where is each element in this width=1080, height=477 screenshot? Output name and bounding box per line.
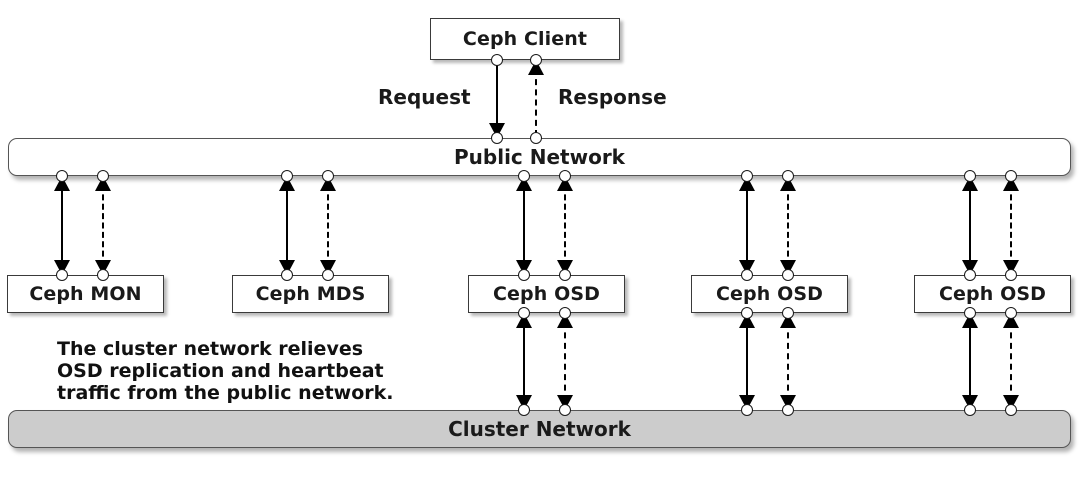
port-osd1-top-solid — [518, 269, 530, 281]
port-osd2-bottom-solid — [741, 307, 753, 319]
port-mds-top-solid — [281, 269, 293, 281]
node-label-osd-1: Ceph OSD — [493, 283, 600, 305]
port-osd3-top-solid — [964, 269, 976, 281]
port-mds-top-dashed — [322, 269, 334, 281]
port-mon-top-solid — [56, 269, 68, 281]
connector-shaft — [968, 322, 972, 401]
port-cluster-top-osd3-solid — [964, 404, 976, 416]
connector-shaft — [563, 185, 566, 266]
edge-label-request: Request — [378, 85, 471, 109]
port-cluster-top-osd2-dashed — [782, 404, 794, 416]
port-public-bottom-osd3-solid — [964, 170, 976, 182]
connector-shaft — [563, 322, 566, 401]
connector-shaft — [522, 185, 526, 266]
cluster-network-bar: Cluster Network — [8, 410, 1071, 448]
connector-shaft — [326, 185, 329, 266]
node-label-osd-3: Ceph OSD — [939, 283, 1046, 305]
port-public-bottom-osd2-solid — [741, 170, 753, 182]
edge-label-response: Response — [558, 85, 667, 109]
node-ceph-mds: Ceph MDS — [232, 275, 389, 313]
node-label-mon: Ceph MON — [29, 283, 142, 305]
port-public-bottom-osd3-dashed — [1005, 170, 1017, 182]
port-public-bottom-osd1-dashed — [559, 170, 571, 182]
node-ceph-osd-3: Ceph OSD — [914, 275, 1071, 313]
port-osd3-bottom-dashed — [1005, 307, 1017, 319]
port-cluster-top-osd2-solid — [741, 404, 753, 416]
port-public-bottom-mds-solid — [281, 170, 293, 182]
cluster-network-label: Cluster Network — [448, 417, 631, 441]
connector-shaft — [786, 185, 789, 266]
port-public-top-left — [491, 132, 503, 144]
connector-shaft — [101, 185, 104, 266]
port-client-bottom-right — [530, 54, 542, 66]
port-osd1-top-dashed — [559, 269, 571, 281]
port-client-bottom-left — [491, 54, 503, 66]
port-osd3-bottom-solid — [964, 307, 976, 319]
port-public-bottom-osd2-dashed — [782, 170, 794, 182]
public-network-bar: Public Network — [8, 138, 1071, 176]
connector-shaft — [745, 322, 749, 401]
connector-shaft — [495, 62, 499, 129]
node-ceph-mon: Ceph MON — [7, 275, 164, 313]
node-label-mds: Ceph MDS — [255, 283, 366, 305]
port-osd3-top-dashed — [1005, 269, 1017, 281]
node-ceph-osd-2: Ceph OSD — [691, 275, 848, 313]
connector-shaft — [1009, 185, 1012, 266]
node-ceph-osd-1: Ceph OSD — [468, 275, 625, 313]
port-cluster-top-osd3-dashed — [1005, 404, 1017, 416]
connector-shaft — [1009, 322, 1012, 401]
connector-shaft — [534, 69, 537, 136]
connector-shaft — [968, 185, 972, 266]
port-osd1-bottom-solid — [518, 307, 530, 319]
port-osd2-top-dashed — [782, 269, 794, 281]
port-mon-top-dashed — [97, 269, 109, 281]
connector-shaft — [522, 322, 526, 401]
node-ceph-client: Ceph Client — [430, 18, 620, 60]
port-osd1-bottom-dashed — [559, 307, 571, 319]
cluster-network-caption: The cluster network relieves OSD replica… — [57, 338, 394, 405]
connector-shaft — [60, 185, 64, 266]
node-label-osd-2: Ceph OSD — [716, 283, 823, 305]
connector-shaft — [285, 185, 289, 266]
connector-shaft — [786, 322, 789, 401]
port-public-bottom-mon-dashed — [97, 170, 109, 182]
port-osd2-top-solid — [741, 269, 753, 281]
port-cluster-top-osd1-solid — [518, 404, 530, 416]
public-network-label: Public Network — [454, 145, 625, 169]
port-osd2-bottom-dashed — [782, 307, 794, 319]
port-public-top-right — [530, 132, 542, 144]
port-public-bottom-mds-dashed — [322, 170, 334, 182]
node-label-client: Ceph Client — [462, 28, 588, 50]
port-cluster-top-osd1-dashed — [559, 404, 571, 416]
port-public-bottom-mon-solid — [56, 170, 68, 182]
connector-shaft — [745, 185, 749, 266]
port-public-bottom-osd1-solid — [518, 170, 530, 182]
